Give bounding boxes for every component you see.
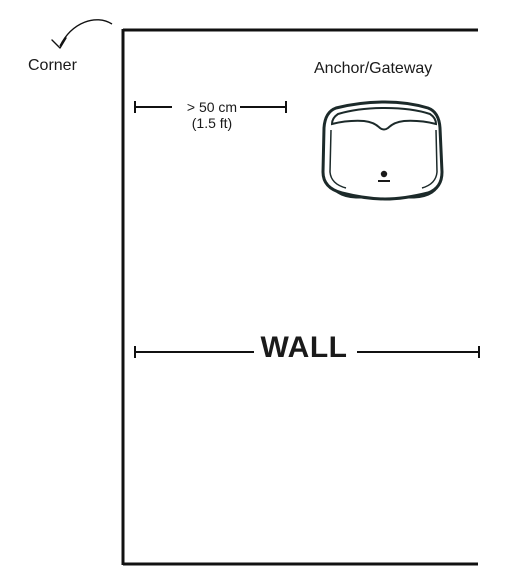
distance-dimension (134, 101, 287, 113)
room-outline (121, 28, 478, 566)
distance-primary-label: > 50 cm (186, 99, 238, 115)
wall-dimension (134, 346, 480, 358)
distance-secondary-label: (1.5 ft) (191, 115, 233, 131)
curved-arrow-icon (51, 19, 113, 49)
device-logo (380, 170, 388, 178)
anchor-gateway-device-icon (321, 100, 444, 201)
wall-label: WALL (260, 331, 348, 364)
anchor-gateway-label: Anchor/Gateway (314, 60, 433, 77)
distance-label: > 50 cm (1.5 ft) (172, 99, 252, 131)
corner-label: Corner (28, 57, 77, 74)
